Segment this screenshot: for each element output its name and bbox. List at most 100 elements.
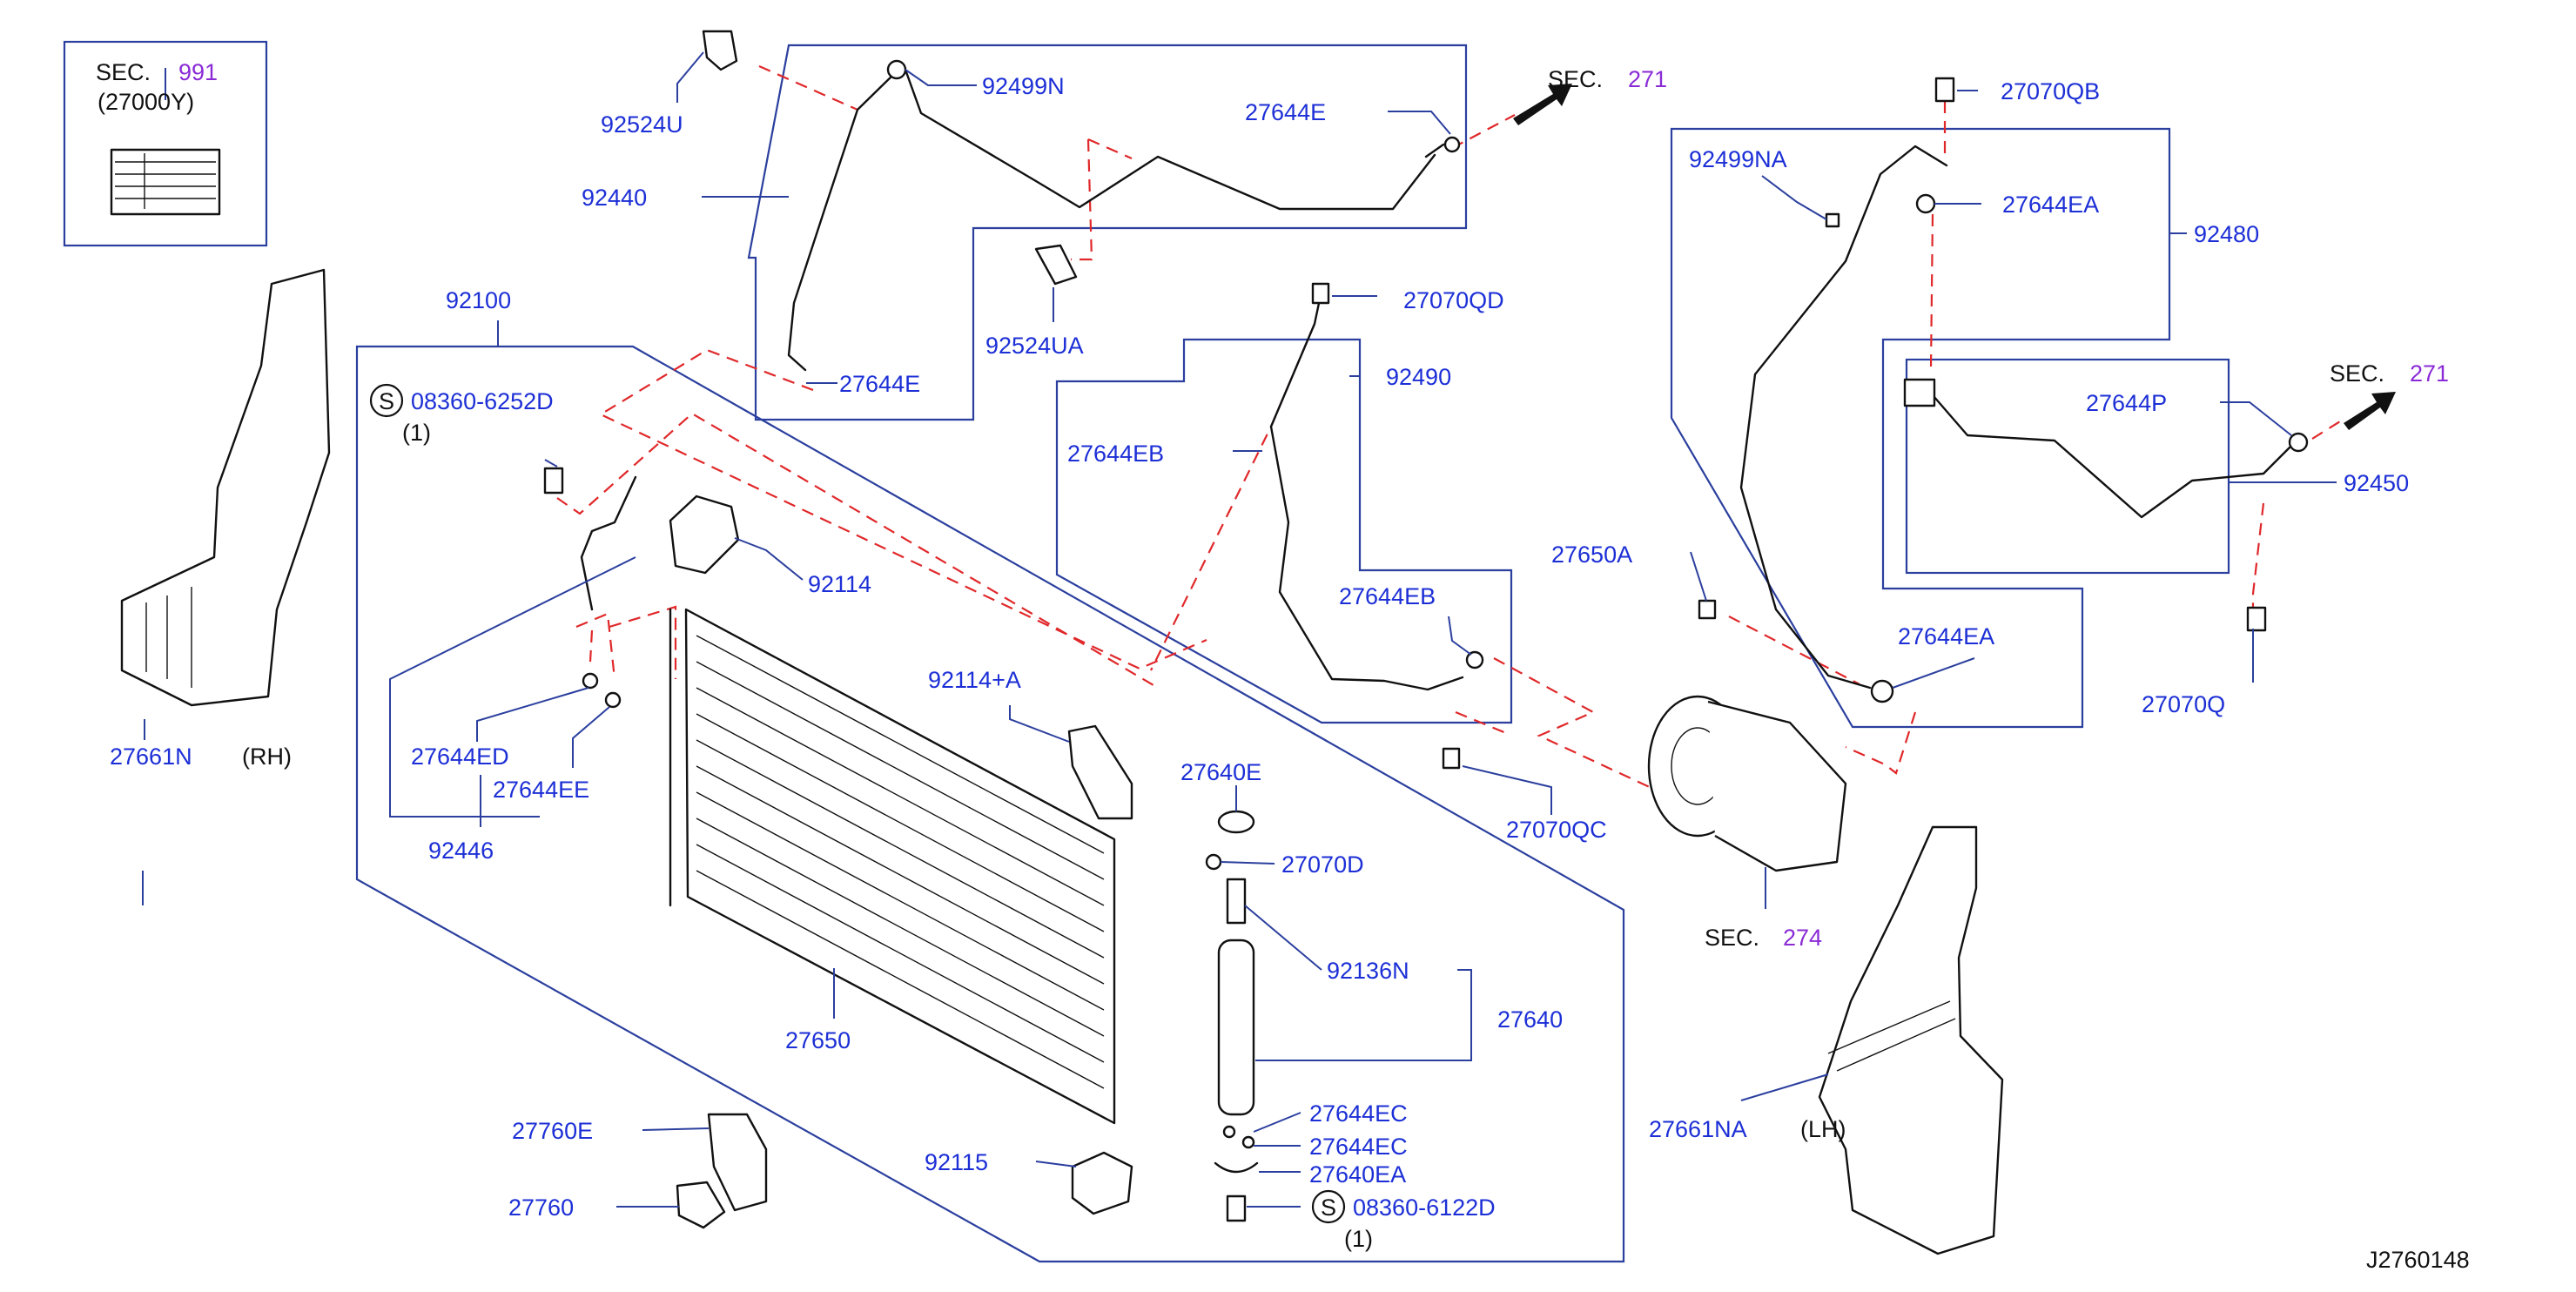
screw-code-1: 08360-6252D	[411, 388, 554, 414]
compressor-body	[1707, 700, 1847, 872]
screw-symbol-2: S	[1321, 1194, 1336, 1221]
screw-qty-2: (1)	[1344, 1226, 1373, 1252]
hose-92480	[1739, 145, 1948, 690]
part-label-92480: 92480	[2194, 221, 2259, 247]
dash-link-10	[1728, 616, 1860, 685]
screw-code-2: 08360-6122D	[1353, 1194, 1496, 1221]
receiver-tank-27640	[1217, 939, 1255, 1116]
lead-27661NA	[1740, 1073, 1829, 1101]
bolt-08360-6252D	[543, 467, 564, 495]
lead-92114	[734, 537, 804, 581]
part-label-92115: 92115	[925, 1149, 988, 1175]
frame-92100	[355, 345, 1625, 1263]
lead-27644P	[2220, 401, 2292, 436]
part-label-27650: 27650	[785, 1027, 851, 1053]
dash-link-14	[2311, 421, 2341, 440]
sec271-arrow-right	[2344, 392, 2396, 430]
lead-27644EA-bottom	[1892, 657, 1975, 689]
frame-sec991	[63, 40, 268, 247]
part-label-27650A: 27650A	[1551, 542, 1632, 568]
cap-92499NA	[1825, 212, 1840, 228]
lead-92446-bracket	[389, 556, 636, 818]
part-label-92114: 92114	[808, 571, 871, 597]
part-label-92440: 92440	[582, 185, 647, 211]
bolt-27070Q	[2246, 606, 2267, 632]
part-label-27640E: 27640E	[1180, 759, 1261, 785]
clip-92524U	[702, 30, 738, 71]
part-label-27644EA-bottom: 27644EA	[1898, 623, 1994, 649]
o-ring-27644EA-top	[1915, 193, 1936, 214]
part-label-27640: 27640	[1497, 1006, 1563, 1033]
pipe-fitting-end	[1424, 143, 1445, 158]
part-label-27644EC-a: 27644EC	[1309, 1100, 1408, 1127]
sec991-sub: (27000Y)	[98, 89, 194, 115]
nut-27650A	[1698, 599, 1717, 620]
lead-92499N	[905, 69, 977, 86]
pipe-92450	[1920, 381, 2291, 519]
hose-92490	[1269, 289, 1464, 691]
frame-92440	[747, 44, 1468, 421]
o-ring-27644EC-b	[1241, 1135, 1255, 1149]
o-ring-27644ED	[582, 672, 599, 690]
part-label-27070QB: 27070QB	[2001, 78, 2100, 104]
part-label-27070Q: 27070Q	[2142, 691, 2225, 717]
shroud-27661N-ribs	[145, 587, 192, 688]
pipe-fitting-top	[886, 59, 907, 80]
lead-92115	[1035, 1161, 1077, 1168]
part-label-27644EA-top: 27644EA	[2002, 192, 2099, 218]
part-label-92450: 92450	[2344, 470, 2409, 496]
bracket-92115	[1071, 1151, 1133, 1215]
fitting-92450	[1903, 378, 1936, 407]
pipe-92446	[580, 475, 637, 611]
part-label-27760E: 27760E	[512, 1118, 593, 1144]
band-27640E	[1217, 810, 1255, 834]
part-label-92524UA: 92524UA	[985, 333, 1084, 359]
dash-link-9	[1455, 710, 1507, 735]
part-label-92136N: 92136N	[1327, 958, 1409, 984]
dash-link-12	[1845, 711, 1917, 775]
lead-27644ED	[476, 687, 589, 742]
part-label-27661N: 27661N	[110, 744, 192, 770]
bolt-27070QB	[1934, 77, 1955, 103]
lead-92499NA	[1761, 175, 1827, 220]
o-ring-27644P	[2288, 432, 2309, 453]
sec271-top-prefix: SEC.	[1548, 66, 1603, 92]
lead-92114A	[1009, 705, 1070, 743]
part-label-27644P: 27644P	[2086, 390, 2167, 416]
group-screw-symbols: S S	[369, 383, 1346, 1224]
sec991-prefix: SEC.	[96, 59, 151, 85]
dash-link-6	[575, 605, 677, 680]
part-label-27644E-top: 27644E	[1245, 99, 1326, 125]
condenser-27650	[684, 608, 1116, 1125]
dash-link-11	[1929, 101, 1947, 369]
lead-27644E-top	[1388, 111, 1451, 135]
screw-27070D	[1205, 853, 1222, 871]
bolt-08360-6122D	[1226, 1194, 1247, 1222]
diagram-id: J2760148	[2366, 1247, 2470, 1273]
label-plate-lines	[115, 153, 216, 209]
lead-27650A	[1690, 551, 1707, 602]
part-label-27760: 27760	[508, 1194, 574, 1221]
part-label-92524U: 92524U	[601, 111, 683, 138]
part-label-92114A: 92114+A	[928, 667, 1021, 693]
sensor-27760	[676, 1181, 726, 1229]
part-label-27661NA: 27661NA	[1649, 1116, 1747, 1142]
shroud-27661NA	[1818, 825, 2004, 1255]
bolt-27070QC	[1442, 747, 1461, 770]
part-label-27644EE: 27644EE	[493, 777, 589, 803]
bolt-27070QD	[1311, 282, 1330, 305]
part-label-27644ED: 27644ED	[411, 744, 509, 770]
dash-link-2	[1071, 138, 1133, 261]
lead-27640	[1255, 969, 1472, 1061]
lead-27644EC-a	[1253, 1112, 1301, 1133]
screw-symbol-circle-2	[1311, 1189, 1346, 1224]
sec274-num: 274	[1783, 925, 1822, 951]
lead-sec991	[142, 68, 166, 905]
label-plate	[110, 148, 221, 216]
part-label-27644EC-b: 27644EC	[1309, 1134, 1408, 1160]
connector-92136N	[1226, 878, 1247, 925]
part-label-27644EB-a: 27644EB	[1067, 441, 1164, 467]
side-label-lh: (LH)	[1800, 1116, 1846, 1142]
shroud-27661NA-ribs	[1827, 1000, 1956, 1072]
